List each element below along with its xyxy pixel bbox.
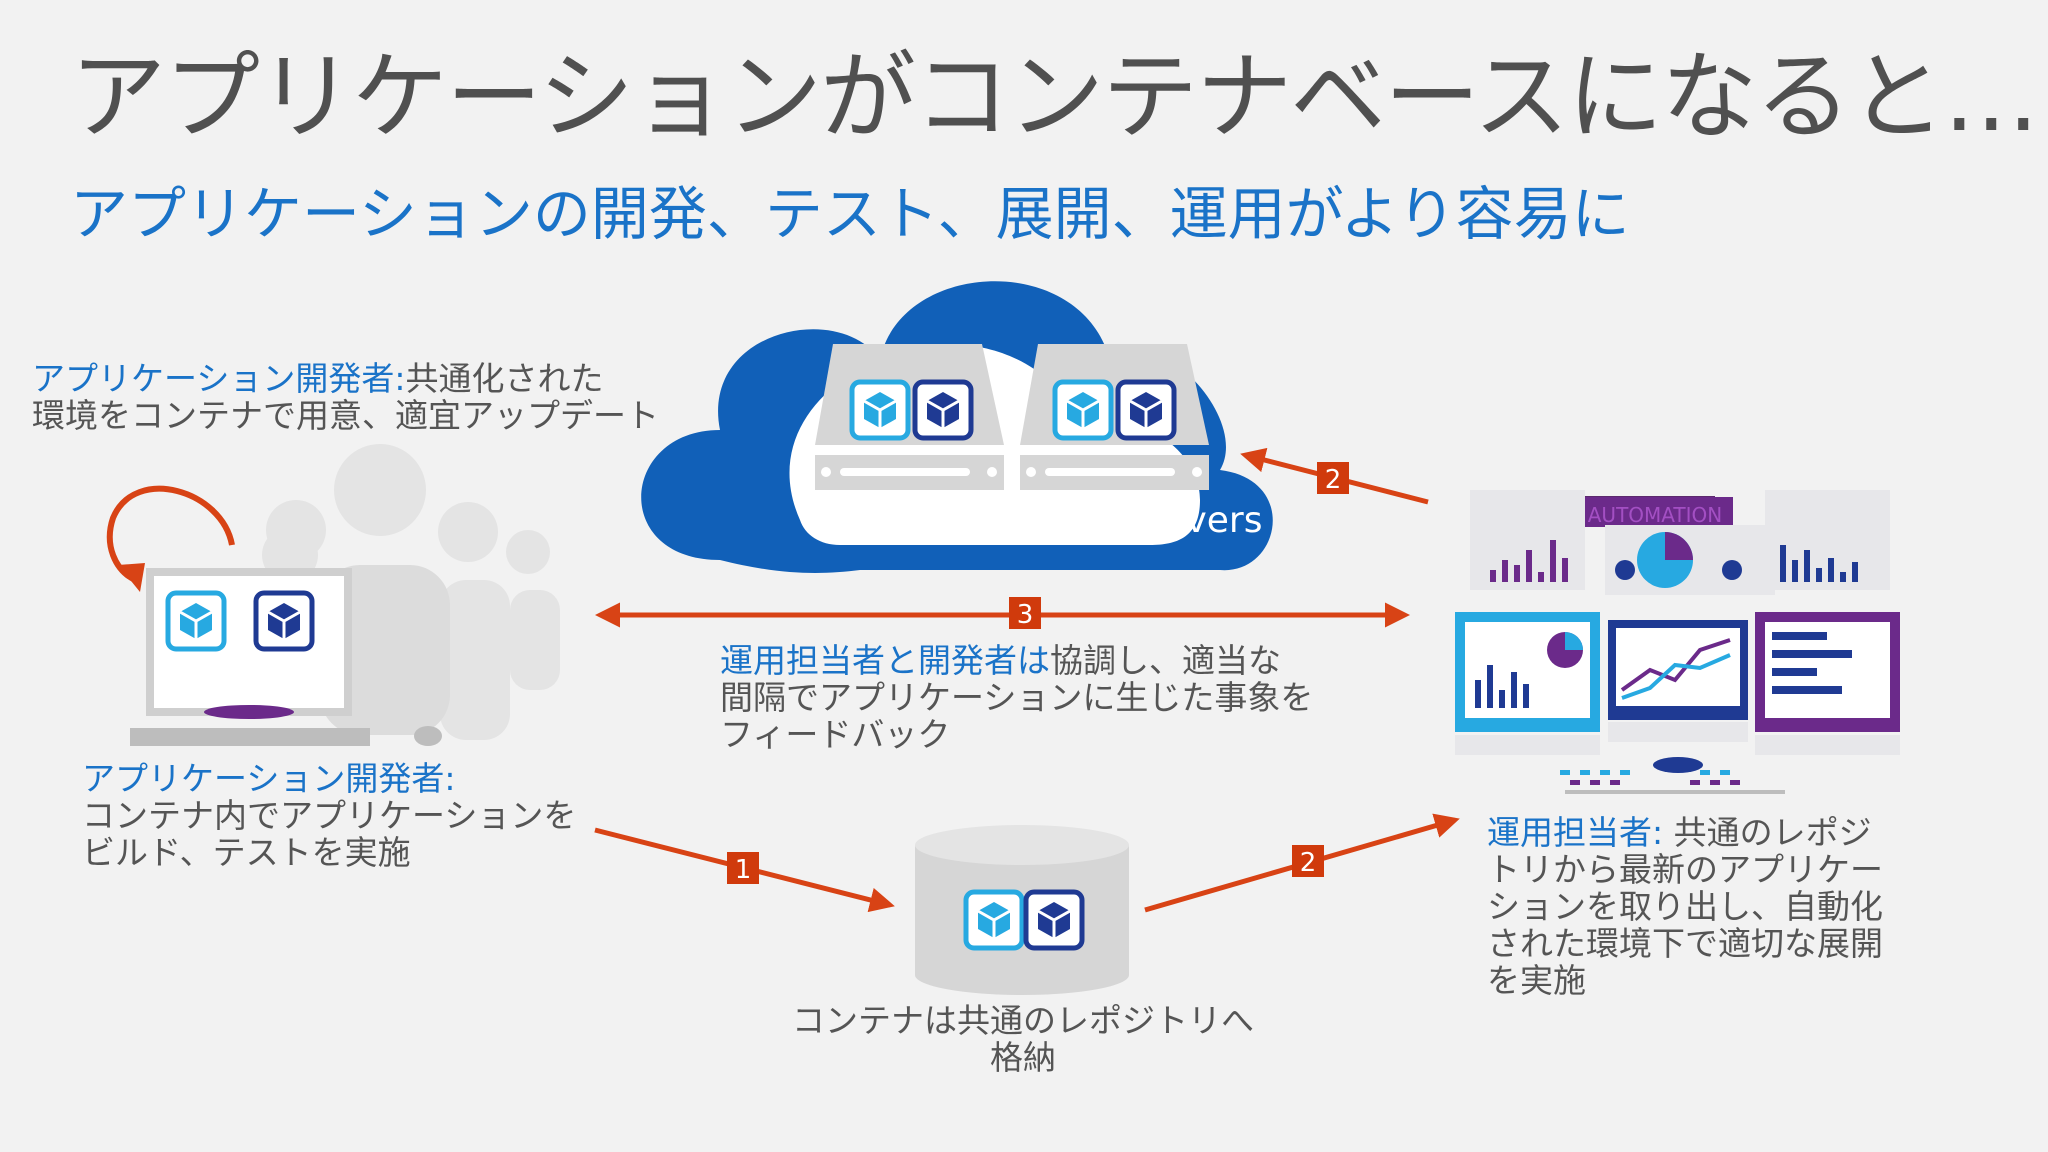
svg-text:2: 2 bbox=[1300, 848, 1317, 878]
dev-build-line2: ビルド、テストを実施 bbox=[82, 833, 411, 872]
repository-line2: 格納 bbox=[990, 1038, 1056, 1077]
step-badge-pull: 2 bbox=[1292, 845, 1324, 878]
server-icon bbox=[815, 344, 1004, 490]
step-badge-deploy: 2 bbox=[1317, 462, 1349, 495]
step-badge-push: 1 bbox=[727, 852, 759, 885]
feedback-caption: 運用担当者と開発者は協調し、適当な 間隔でアプリケーションに生じた事象を フィー… bbox=[720, 642, 1313, 753]
ops-line5: を実施 bbox=[1487, 961, 1586, 1000]
ops-line3: ションを取り出し、自動化 bbox=[1487, 887, 1883, 926]
feedback-line1: 協調し、適当な bbox=[1050, 641, 1281, 680]
svg-text:3: 3 bbox=[1017, 600, 1034, 630]
dev-build-line1: コンテナ内でアプリケーションを bbox=[82, 796, 577, 835]
ops-line2: トリから最新のアプリケー bbox=[1487, 850, 1883, 889]
dev-env-role: アプリケーション開発者: bbox=[32, 359, 406, 398]
feedback-role: 運用担当者と開発者は bbox=[720, 641, 1050, 680]
page-title: アプリケーションがコンテナベースになると… bbox=[70, 41, 2039, 153]
step-badge-feedback: 3 bbox=[1009, 597, 1041, 630]
dev-env-caption: アプリケーション開発者:共通化された 環境をコンテナで用意、適宜アップデート bbox=[32, 360, 659, 434]
cloud-label: Physical/Virtual Servers bbox=[838, 500, 1263, 541]
dev-build-caption: アプリケーション開発者: コンテナ内でアプリケーションを ビルド、テストを実施 bbox=[82, 760, 576, 871]
people-icon bbox=[262, 444, 560, 740]
dashboard-icon bbox=[1455, 490, 1900, 794]
ops-caption: 運用担当者: 共通のレポジ トリから最新のアプリケー ションを取り出し、自動化 … bbox=[1487, 814, 1883, 999]
dev-env-line2: 環境をコンテナで用意、適宜アップデート bbox=[32, 396, 659, 435]
database-icon bbox=[915, 825, 1129, 995]
dev-env-line1: 共通化された bbox=[405, 359, 604, 398]
repository-line1: コンテナは共通のレポジトリへ bbox=[792, 1001, 1254, 1040]
page-subtitle: アプリケーションの開発、テスト、展開、運用がより容易に bbox=[70, 180, 1630, 248]
monitor-icon bbox=[130, 568, 442, 746]
svg-text:1: 1 bbox=[735, 855, 752, 885]
cycle-arrow-icon bbox=[106, 485, 235, 592]
monitor-sign: AUTOMATION bbox=[1588, 503, 1722, 527]
feedback-line3: フィードバック bbox=[720, 715, 951, 754]
repository-caption: コンテナは共通のレポジトリへ 格納 bbox=[790, 1002, 1256, 1076]
ops-line4: された環境下で適切な展開 bbox=[1487, 924, 1883, 963]
ops-role: 運用担当者: bbox=[1487, 813, 1664, 852]
server-icon bbox=[1020, 344, 1209, 490]
ops-line1: 共通のレポジ bbox=[1663, 813, 1872, 852]
svg-text:2: 2 bbox=[1325, 465, 1342, 495]
dev-build-role: アプリケーション開発者: bbox=[82, 759, 456, 798]
feedback-line2: 間隔でアプリケーションに生じた事象を bbox=[720, 678, 1314, 717]
